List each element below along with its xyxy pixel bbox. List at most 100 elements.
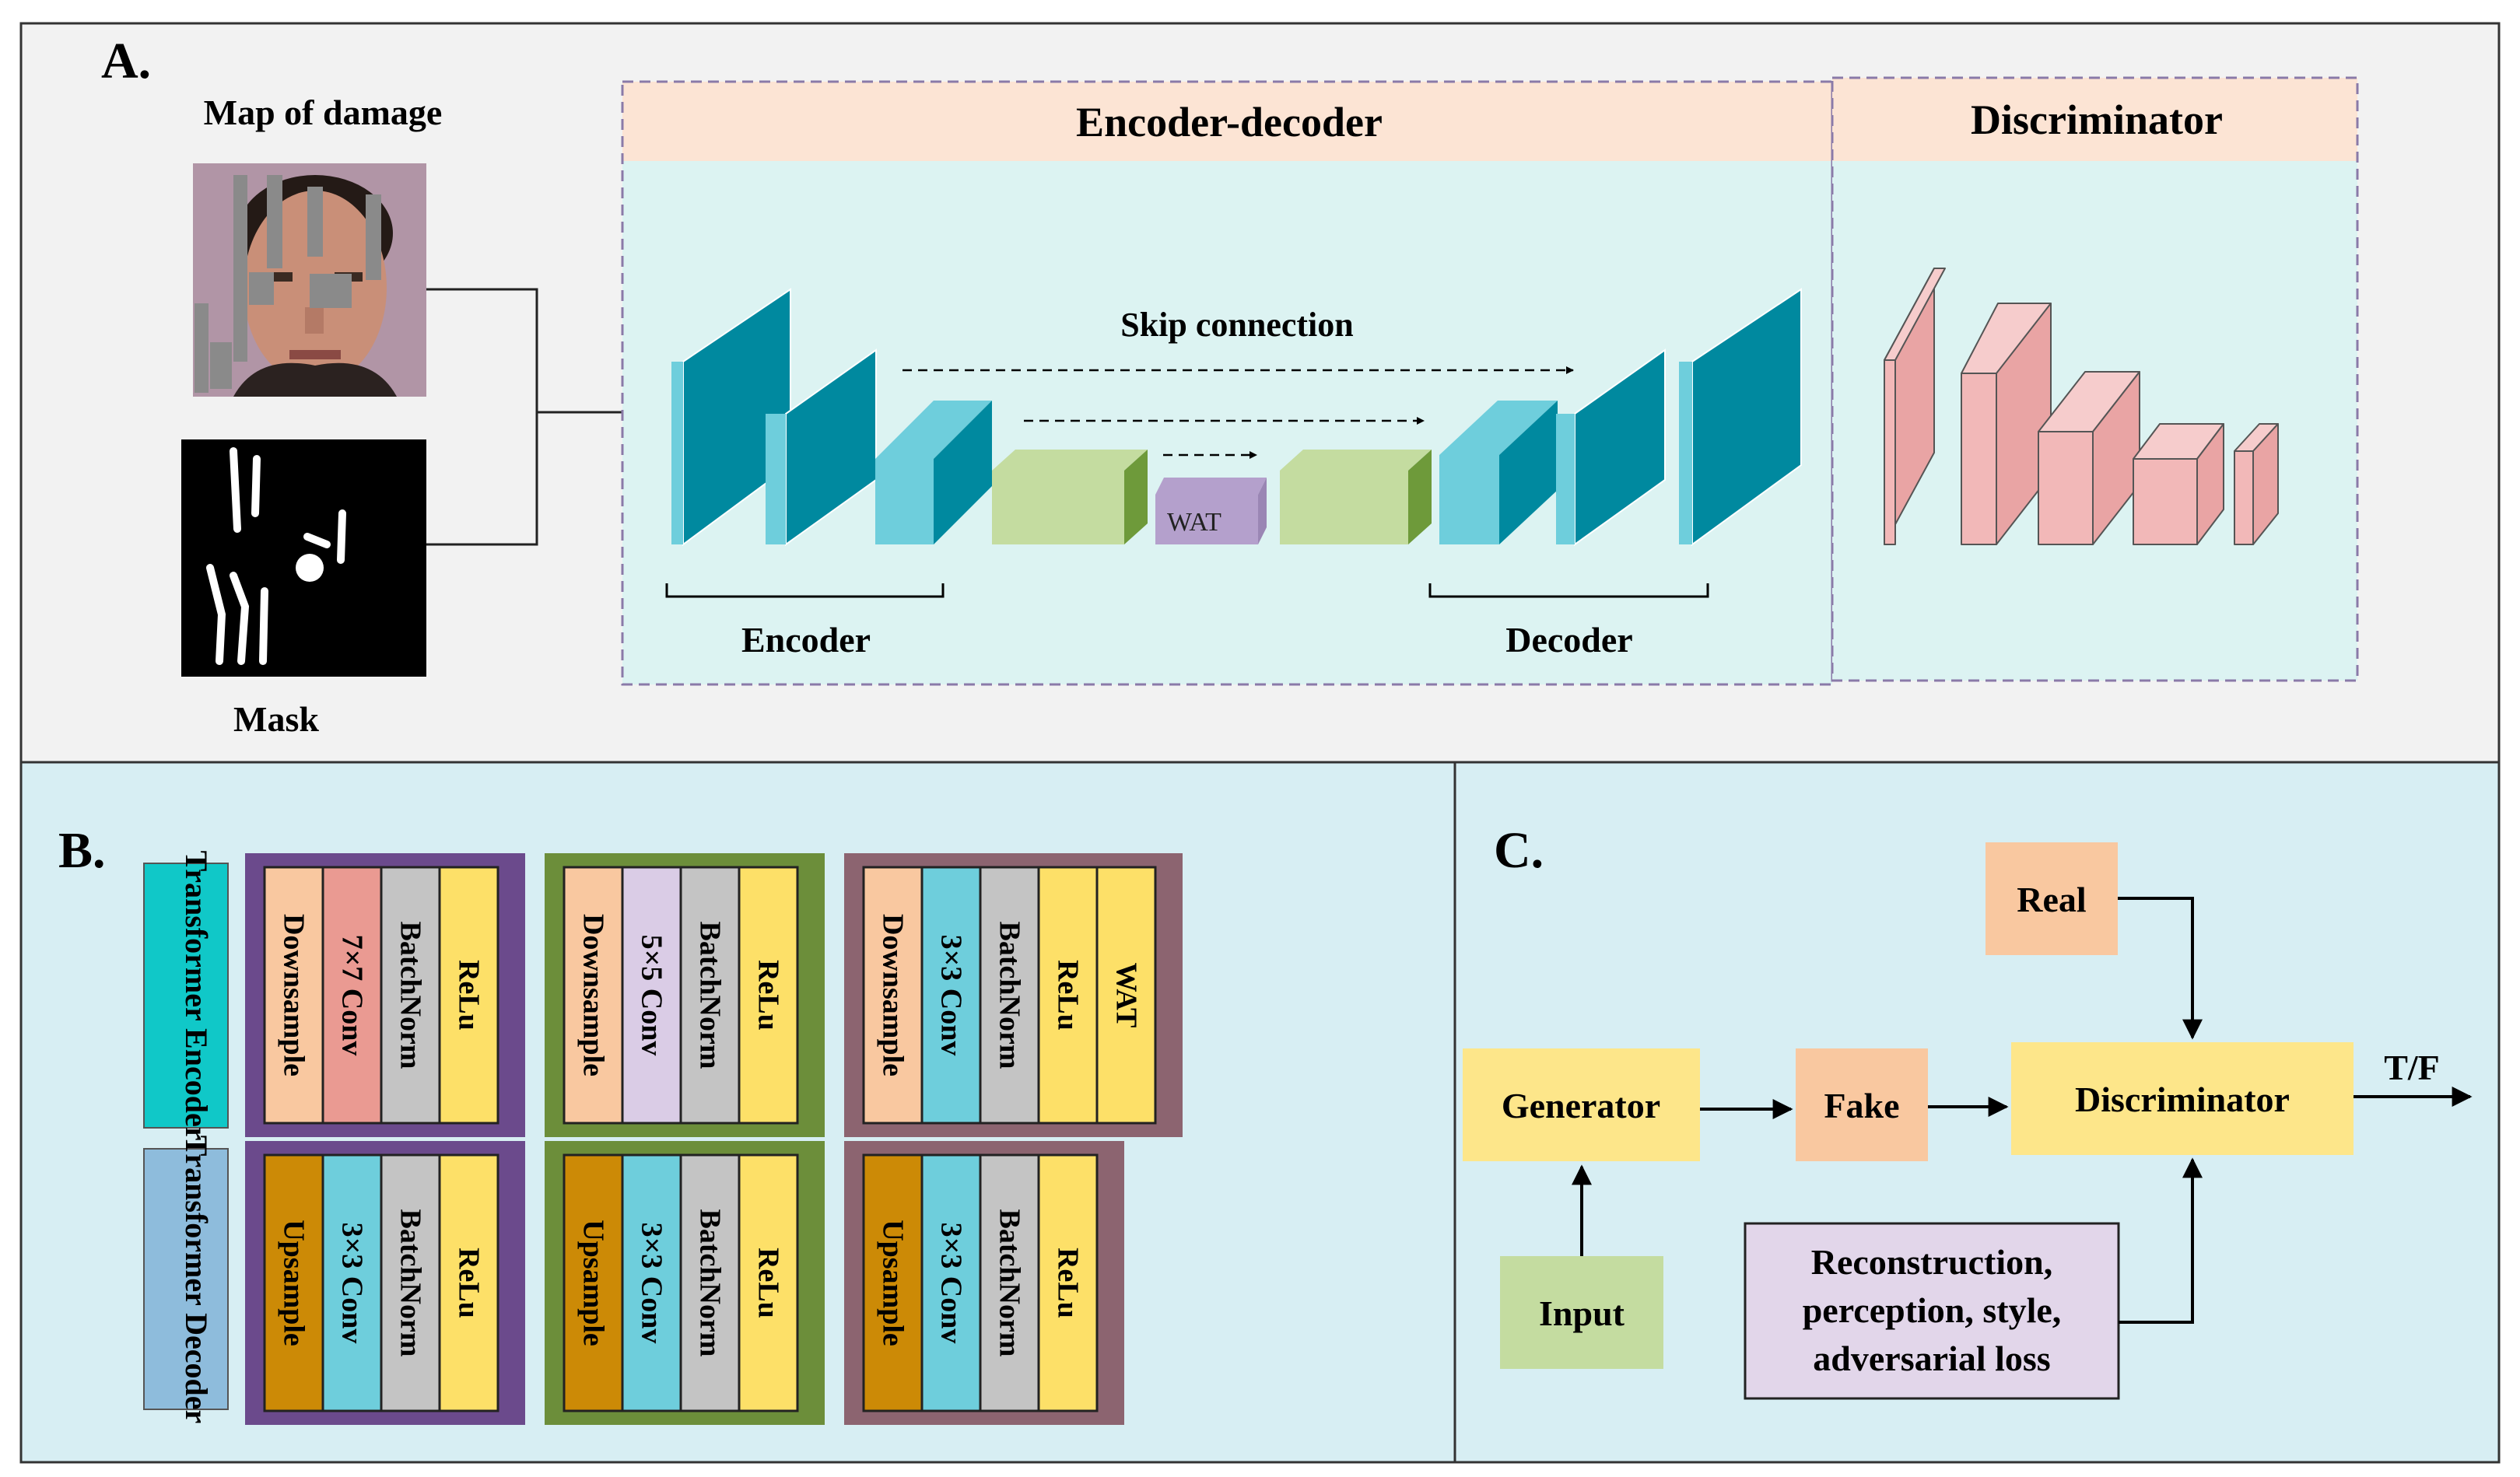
layer-bar-label: BatchNorm (694, 922, 727, 1069)
svg-text:Fake: Fake (1824, 1086, 1899, 1125)
fake-box: Fake (1796, 1048, 1928, 1161)
discriminator-box: Discriminator (2011, 1042, 2354, 1155)
layer-bar (920, 1153, 982, 1412)
layer-bar-label: 5×5 Conv (636, 935, 668, 1056)
decoder-block-2 (1556, 348, 1666, 546)
discriminator-header (1832, 78, 2357, 161)
layer-bar-label: ReLu (1052, 1248, 1085, 1318)
decoder-block-1 (1439, 401, 1558, 544)
damaged-face-image (193, 163, 426, 397)
layer-bar (380, 866, 441, 1125)
layer-bar-label: BatchNorm (394, 922, 427, 1069)
encoder-decoder-title: Encoder-decoder (1076, 99, 1383, 145)
layer-bar (621, 866, 682, 1125)
discriminator-block-3 (2038, 371, 2140, 545)
panel-c-label: C. (1494, 822, 1544, 879)
layer-bar-label: 7×7 Conv (336, 935, 369, 1056)
layer-bar (679, 1153, 741, 1412)
layer-bar-label: Downsample (278, 914, 310, 1076)
svg-text:Reconstruction,: Reconstruction, (1811, 1242, 2052, 1282)
svg-text:Transformer Decoder: Transformer Decoder (179, 1136, 214, 1424)
layer-bar-label: Downsample (577, 914, 610, 1076)
svg-text:Real: Real (2017, 880, 2086, 919)
bottleneck-block-1 (992, 450, 1148, 544)
input-box: Input (1500, 1256, 1663, 1369)
layer-bar (438, 1153, 499, 1412)
layer-bar-label: ReLu (1052, 960, 1085, 1031)
layer-bar (738, 1153, 799, 1412)
layer-bar-label: WAT (1110, 963, 1143, 1028)
skip-connection-label: Skip connection (1120, 306, 1354, 344)
layer-bar (263, 1153, 324, 1412)
encoder-label: Encoder (741, 620, 871, 660)
map-of-damage-label: Map of damage (204, 93, 443, 132)
discriminator-title: Discriminator (1971, 96, 2223, 143)
layer-bar (380, 1153, 441, 1412)
layer-bar (862, 1153, 924, 1412)
real-to-discriminator-arrow (2118, 897, 2203, 1040)
svg-text:perception, style,: perception, style, (1803, 1290, 2062, 1330)
discriminator-block-5 (2234, 423, 2279, 545)
layer-bar-label: ReLu (453, 1248, 485, 1318)
encoder-layer-group-2: Downsample 5×5 Conv BatchNorm ReLu (545, 853, 825, 1137)
layer-bar-label: BatchNorm (394, 1209, 427, 1357)
mask-image (181, 439, 426, 677)
wat-block: WAT (1155, 478, 1267, 544)
svg-text:Generator: Generator (1502, 1086, 1660, 1125)
layer-bar-label: ReLu (752, 1248, 785, 1318)
layer-bar-label: BatchNorm (994, 922, 1026, 1069)
loss-to-discriminator-arrow (2119, 1157, 2203, 1324)
layer-bar (979, 866, 1040, 1125)
image-connector (426, 288, 538, 546)
generator-box: Generator (1463, 1048, 1700, 1161)
layer-bar (563, 1153, 624, 1412)
encoder-block-2 (766, 348, 877, 546)
layer-bar (263, 866, 324, 1125)
layer-bar (1095, 866, 1157, 1125)
real-box: Real (1986, 842, 2118, 955)
layer-bar (920, 866, 982, 1125)
bottleneck-block-2 (1280, 450, 1432, 544)
output-label: T/F (2384, 1048, 2440, 1087)
layer-bar-label: ReLu (453, 960, 485, 1031)
discriminator-block-2 (1961, 303, 2052, 545)
layer-bar-label: 3×3 Conv (636, 1223, 668, 1344)
layer-bar-label: 3×3 Conv (935, 935, 968, 1056)
layer-bar-label: Upsample (577, 1220, 610, 1346)
layer-bar (621, 1153, 682, 1412)
mask-label: Mask (233, 699, 319, 739)
panel-a-label: A. (101, 33, 151, 89)
decoder-bracket (1428, 583, 1709, 598)
discriminator-block-4 (2133, 423, 2224, 545)
svg-text:Transformer Encoder: Transformer Encoder (179, 851, 214, 1141)
layer-bar (1037, 1153, 1099, 1412)
decoder-block-3 (1679, 288, 1802, 546)
svg-text:Discriminator: Discriminator (2075, 1080, 2290, 1119)
encoder-block-3 (875, 401, 992, 544)
discriminator-block-1 (1884, 268, 1946, 545)
layer-bar (1037, 866, 1099, 1125)
decoder-layer-group-1: Upsample 3×3 Conv BatchNorm ReLu (245, 1141, 525, 1425)
layer-bar-label: Upsample (278, 1220, 310, 1346)
decoder-label: Decoder (1505, 620, 1632, 660)
encoder-bracket (665, 583, 945, 598)
layer-bar-label: ReLu (752, 960, 785, 1031)
decoder-layer-group-2: Upsample 3×3 Conv BatchNorm ReLu (545, 1141, 825, 1425)
layer-bar (563, 866, 624, 1125)
loss-box: Reconstruction, perception, style, adver… (1744, 1222, 2120, 1400)
encoder-decoder-header (622, 82, 1832, 161)
layer-bar-label: 3×3 Conv (935, 1223, 968, 1344)
svg-text:Input: Input (1539, 1293, 1625, 1333)
wat-label: WAT (1167, 508, 1221, 537)
layer-bar-label: BatchNorm (694, 1209, 727, 1357)
transformer-decoder-row-label: Transformer Decoder (143, 1136, 229, 1424)
layer-bar-label: BatchNorm (994, 1209, 1026, 1357)
layer-bar-label: 3×3 Conv (336, 1223, 369, 1344)
layer-bar (738, 866, 799, 1125)
transformer-encoder-row-label: Transformer Encoder (143, 851, 229, 1141)
panel-b-label: B. (58, 822, 106, 879)
